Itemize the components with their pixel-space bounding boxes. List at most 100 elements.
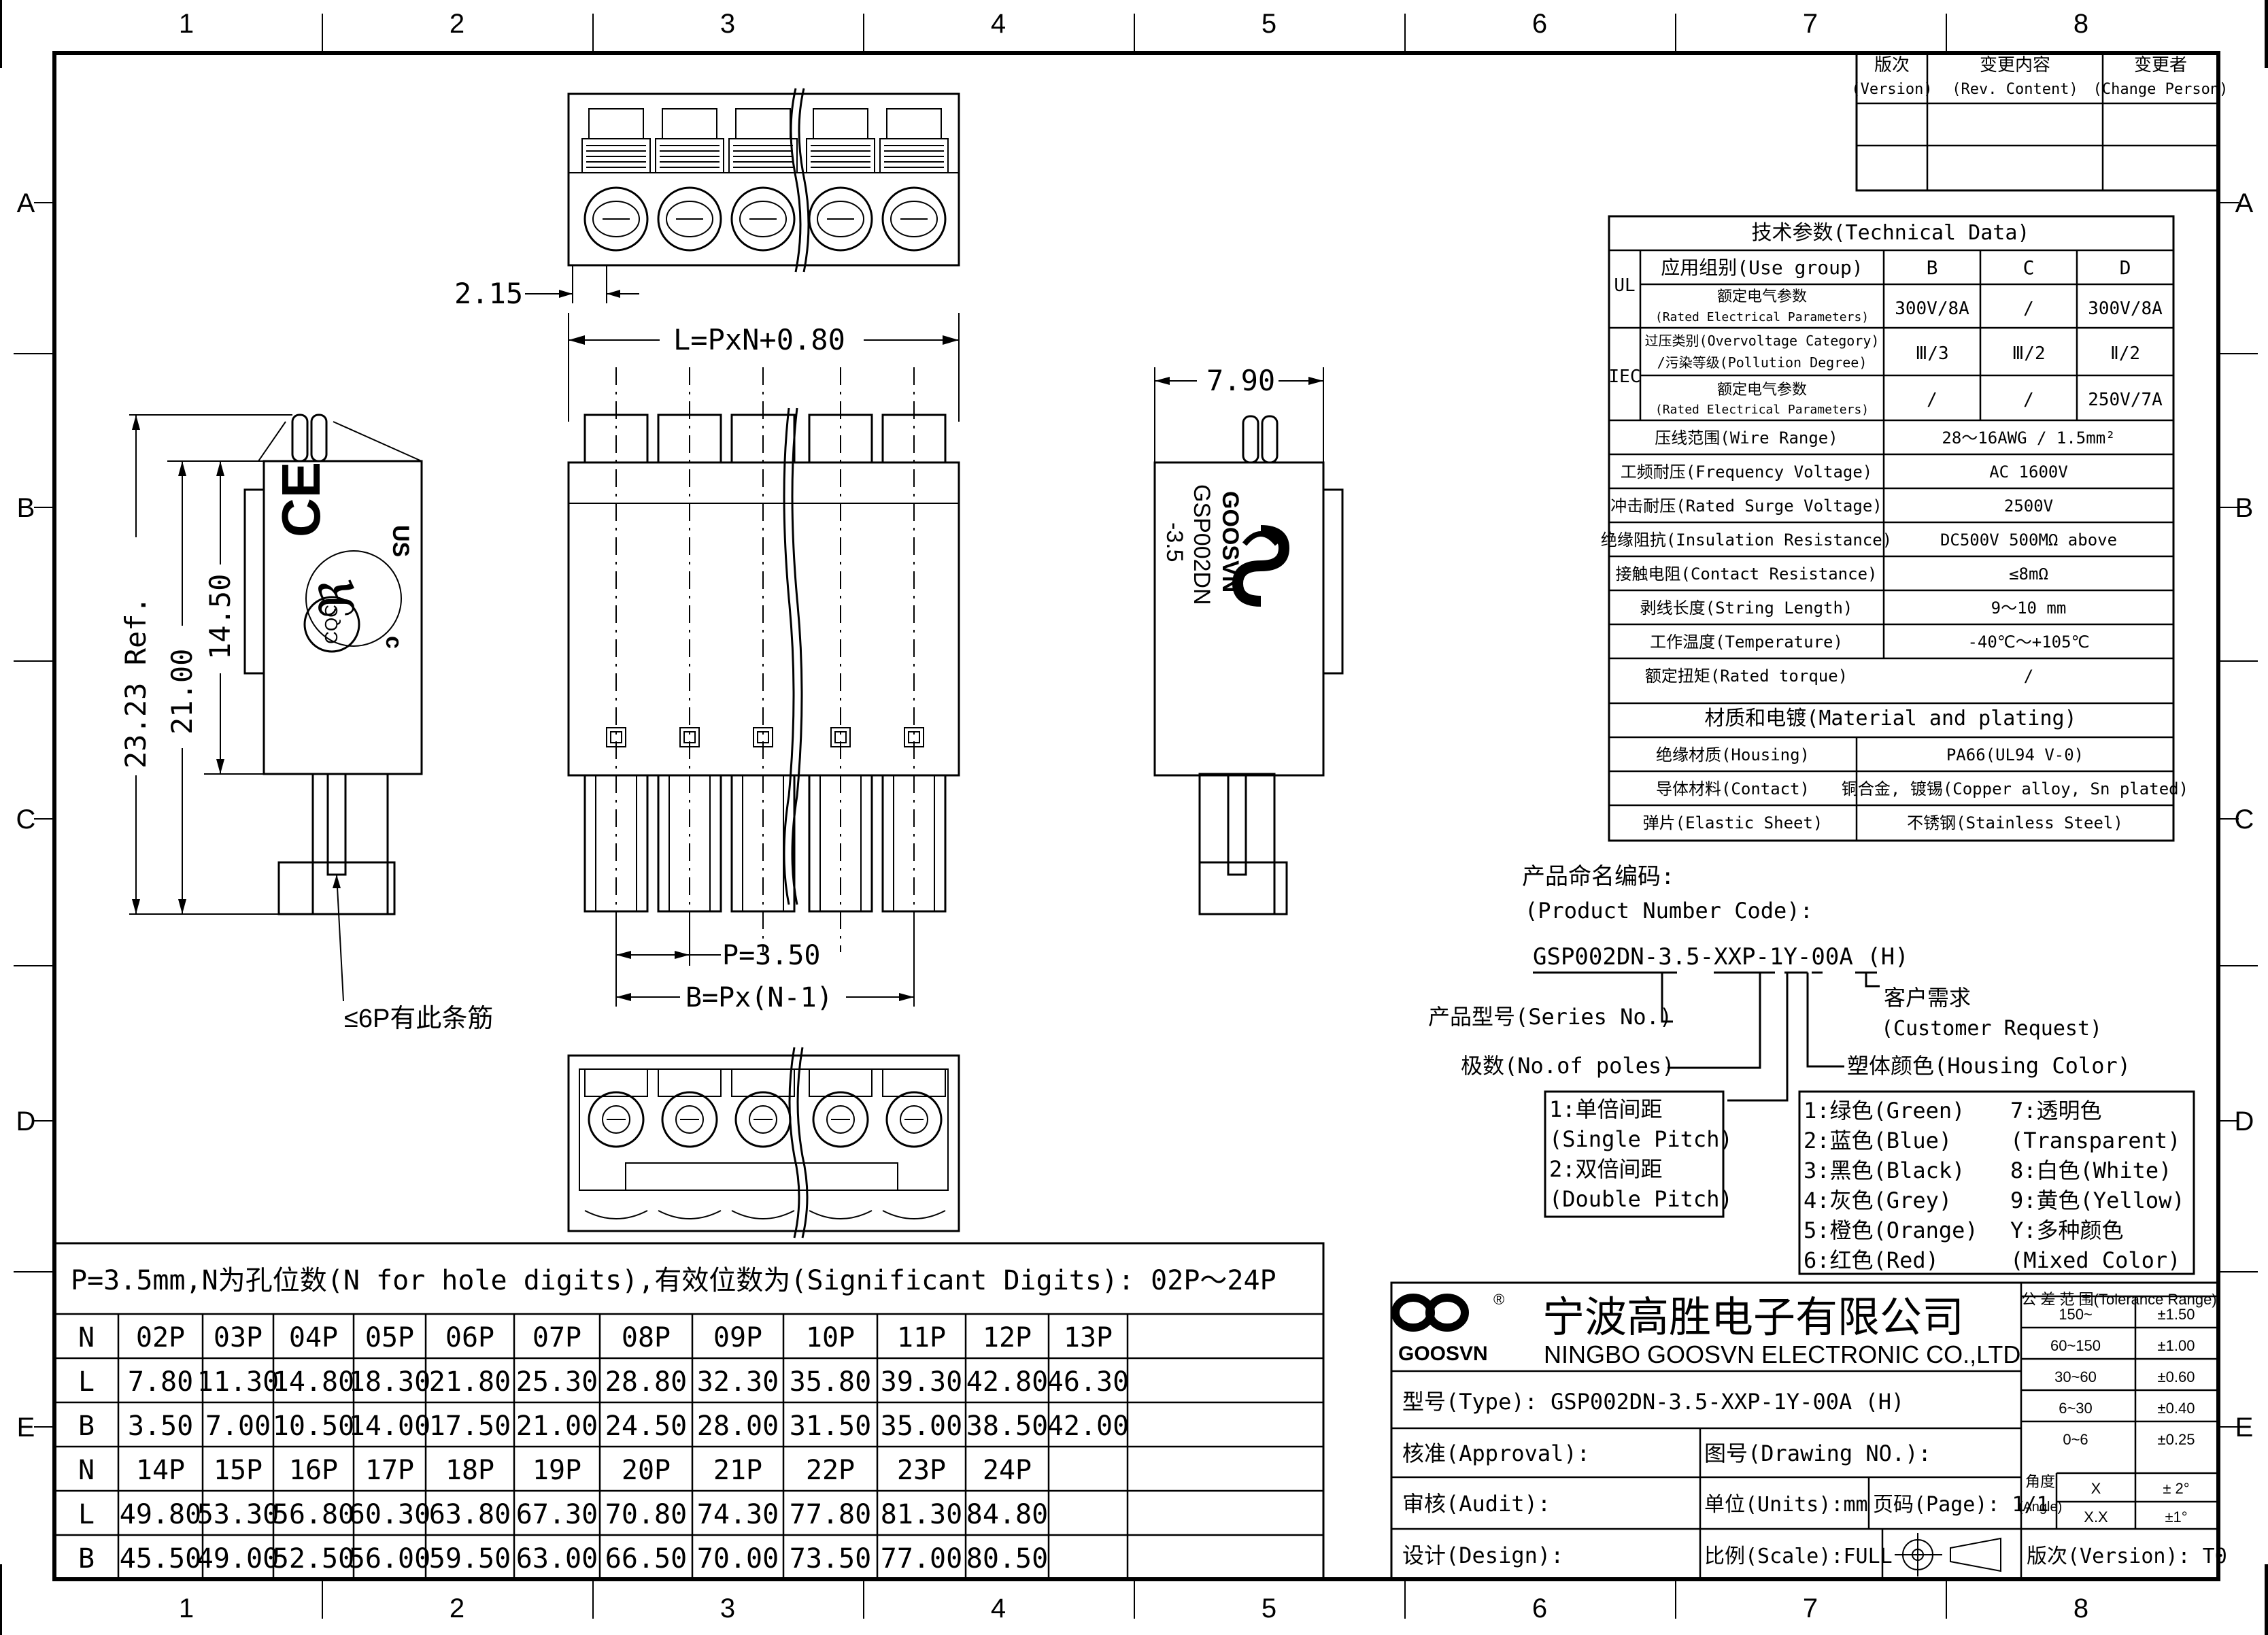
tech-group-c: C <box>2023 256 2035 279</box>
size-row-key: N <box>78 1322 95 1353</box>
size-cell: 18P <box>445 1455 494 1486</box>
tech-row2-cn: 过压类别(Overvoltage Category) <box>1645 333 1880 349</box>
size-cell: 7.00 <box>205 1411 271 1442</box>
tolerance-range: 6~30 <box>2059 1400 2093 1417</box>
size-cell: 12P <box>983 1322 1032 1353</box>
size-cell: 04P <box>289 1322 338 1353</box>
dim-215: 2.15 <box>454 277 523 310</box>
size-cell: 28.00 <box>697 1411 779 1442</box>
spec-label: 接触电阻(Contact Resistance) <box>1616 564 1878 584</box>
size-cell: 06P <box>445 1322 494 1353</box>
column-label-top-4: 4 <box>991 9 1006 39</box>
material-title: 材质和电镀(Material and plating) <box>1704 707 2076 730</box>
naming-title-en: (Product Number Code): <box>1525 898 1813 924</box>
size-cell: 67.30 <box>516 1499 598 1530</box>
column-label-bottom-6: 6 <box>1532 1594 1547 1623</box>
tech-row3-c: / <box>2023 390 2034 410</box>
dim-2100: 21.00 <box>165 649 199 735</box>
top-view: 2.15 <box>454 88 960 310</box>
size-row-key: L <box>78 1366 95 1398</box>
size-cell: 11.30 <box>197 1366 279 1398</box>
rev-content-en: (Rev. Content) <box>1952 81 2078 98</box>
naming-code: GSP002DN-3.5-XXP-1Y-00A (H) <box>1533 943 1909 971</box>
pitch-2-en: (Double Pitch) <box>1549 1186 1733 1212</box>
material-label: 绝缘材质(Housing) <box>1656 745 1810 764</box>
tech-iec-label: IEC <box>1609 367 1641 387</box>
company-cn: 宁波高胜电子有限公司 <box>1542 1294 1964 1341</box>
size-cell: 02P <box>136 1322 185 1353</box>
type-label: 型号(Type): GSP002DN-3.5-XXP-1Y-00A (H) <box>1402 1389 1904 1415</box>
row-label-left-B: B <box>17 493 35 523</box>
projection-symbol-icon <box>1895 1533 2001 1577</box>
side-view-right: 7.90 GOOSVN GSP002DN -3.5 <box>1153 364 1344 915</box>
spec-label: 额定扭矩(Rated torque) <box>1645 667 1848 686</box>
spec-label: 工频耐压(Frequency Voltage) <box>1621 462 1873 482</box>
row-label-right-A: A <box>2235 188 2254 218</box>
size-cell: 70.00 <box>697 1543 779 1574</box>
tolerance-value: ±0.40 <box>2158 1400 2195 1417</box>
spec-value: / <box>2024 667 2033 686</box>
drawing-no-label: 图号(Drawing NO.): <box>1704 1440 1931 1466</box>
size-cell: 70.80 <box>605 1499 687 1530</box>
size-cell: 38.50 <box>966 1411 1048 1442</box>
row-label-left-C: C <box>16 805 36 835</box>
size-cell: 21.80 <box>429 1366 511 1398</box>
spec-label: 冲击耐压(Rated Surge Voltage) <box>1610 496 1882 516</box>
scale-label: 比例(Scale):FULL <box>1704 1545 1893 1568</box>
color-option: 5:橙色(Orange) <box>1804 1217 1978 1243</box>
rev-version-cn: 版次 <box>1874 54 1910 75</box>
naming-customer-en: (Customer Request) <box>1881 1017 2102 1041</box>
row-label-right-D: D <box>2235 1107 2254 1136</box>
color-option: 9:黄色(Yellow) <box>2010 1187 2185 1213</box>
size-cell: 74.30 <box>697 1499 779 1530</box>
rev-content-cn: 变更内容 <box>1980 54 2050 75</box>
rev-person-cn: 变更者 <box>2134 54 2187 75</box>
tech-row1-c: / <box>2023 299 2034 319</box>
tech-row2-b: Ⅲ/3 <box>1915 343 1948 364</box>
column-label-bottom-7: 7 <box>1803 1594 1818 1623</box>
material-value: PA66(UL94 V-0) <box>1946 745 2084 764</box>
ul-mark: ℜ <box>311 579 364 618</box>
dim-b: B=Px(N-1) <box>686 982 833 1013</box>
size-cell: 09P <box>713 1322 762 1353</box>
tech-group-d: D <box>2120 256 2131 279</box>
side-model-suffix: -3.5 <box>1162 522 1187 562</box>
size-cell: 10P <box>806 1322 855 1353</box>
size-cell: 49.00 <box>197 1543 279 1574</box>
size-cell: 31.50 <box>790 1411 871 1442</box>
size-cell: 21P <box>713 1455 762 1486</box>
size-cell: 17.50 <box>429 1411 511 1442</box>
angle-x-tol: ± 2° <box>2163 1480 2189 1497</box>
naming-series: 产品型号(Series No.) <box>1428 1004 1672 1030</box>
color-option: 4:灰色(Grey) <box>1804 1187 1952 1213</box>
size-cell: 35.00 <box>881 1411 962 1442</box>
column-label-bottom-2: 2 <box>450 1594 464 1623</box>
size-cell: 59.50 <box>429 1543 511 1574</box>
color-option: 2:蓝色(Blue) <box>1804 1128 1952 1153</box>
page-label: 页码(Page): 1/1 <box>1873 1493 2049 1517</box>
size-cell: 14P <box>136 1455 185 1486</box>
tech-row2-c: Ⅲ/2 <box>2012 343 2045 364</box>
version-label: 版次(Version): T0 <box>2027 1545 2227 1568</box>
size-cell: 07P <box>532 1322 581 1353</box>
angle-xx: X.X <box>2084 1508 2108 1526</box>
tech-row1-cn: 额定电气参数 <box>1717 288 1807 305</box>
size-cell: 13P <box>1064 1322 1113 1353</box>
size-cell: 7.80 <box>128 1366 193 1398</box>
tech-row1-d: 300V/8A <box>2088 299 2163 319</box>
material-value: 不锈钢(Stainless Steel) <box>1907 813 2123 832</box>
rev-person-en: (Change Person) <box>2093 81 2229 98</box>
tolerance-value: ±0.25 <box>2158 1431 2195 1448</box>
color-option: 8:白色(White) <box>2010 1158 2171 1183</box>
row-label-left-D: D <box>16 1107 36 1136</box>
pitch-2: 2:双倍间距 <box>1549 1156 1663 1182</box>
spec-value: 2500V <box>2004 496 2053 516</box>
bottom-view <box>567 1047 960 1238</box>
spec-value: DC500V 500MΩ above <box>1940 530 2117 550</box>
tolerance-title: 公 差 范 围(Tolerance Range) <box>2021 1291 2216 1308</box>
size-cell: 63.80 <box>429 1499 511 1530</box>
front-view: L=PxN+0.80 P=3.50 B=Px(N-1) <box>567 313 960 1013</box>
size-cell: 23P <box>897 1455 946 1486</box>
c-mark: c <box>381 636 407 649</box>
color-option: 3:黑色(Black) <box>1804 1158 1965 1183</box>
